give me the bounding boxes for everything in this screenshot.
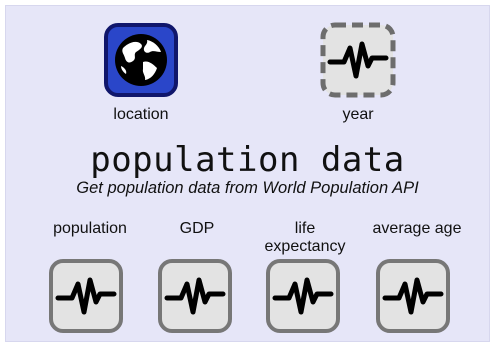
life-expectancy-output-node[interactable] [265, 258, 341, 334]
gdp-output-node[interactable] [157, 258, 233, 334]
output-label-life-expectancy: life expectancy [264, 220, 346, 255]
globe-icon [115, 34, 167, 86]
output-label-population: population [53, 220, 127, 237]
waveform-icon [327, 41, 389, 79]
location-input-node[interactable] [103, 22, 179, 98]
year-label: year [342, 106, 374, 123]
location-label: location [113, 106, 169, 123]
waveform-icon [272, 277, 334, 315]
output-label-average-age: average age [372, 220, 462, 237]
population-output-node[interactable] [48, 258, 124, 334]
block-title: population data [90, 140, 405, 180]
block-subtitle: Get population data from World Populatio… [76, 179, 419, 197]
waveform-icon [164, 277, 226, 315]
output-label-gdp: GDP [179, 220, 215, 237]
waveform-icon [382, 277, 444, 315]
year-input-node[interactable] [320, 22, 396, 98]
average-age-output-node[interactable] [375, 258, 451, 334]
waveform-icon [55, 277, 117, 315]
